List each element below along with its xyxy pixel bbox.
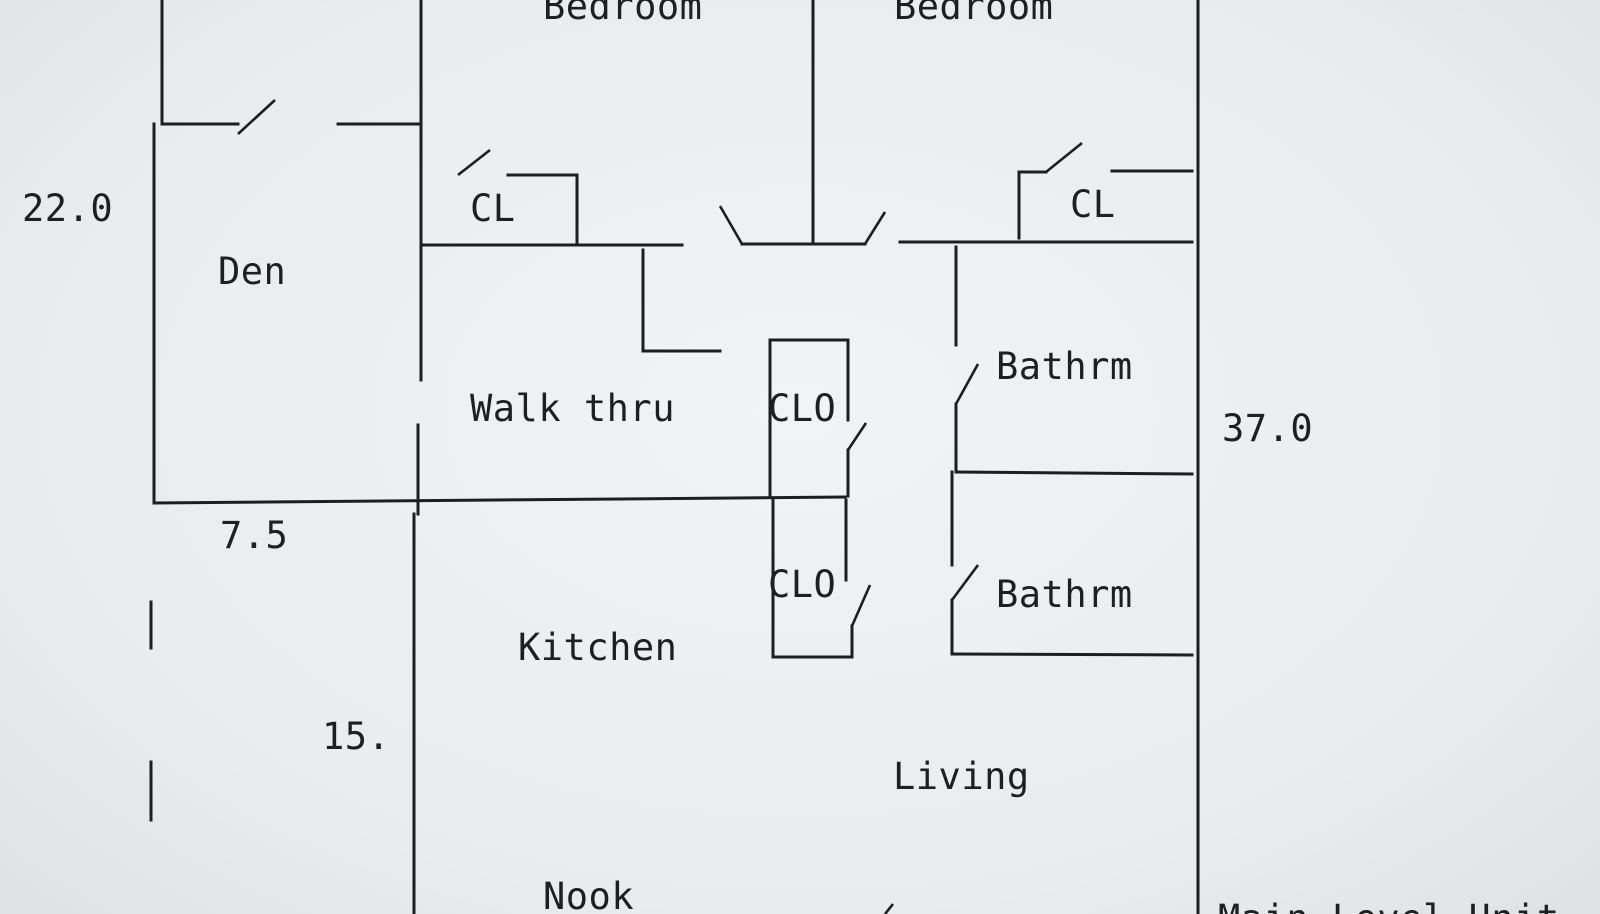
room-label-closet-left: CL [470, 187, 516, 230]
room-label-clo-lower: CLO [768, 563, 837, 606]
room-label-closet-right: CL [1070, 183, 1116, 226]
walkthru-partition [641, 248, 722, 353]
bath-divider-wall [954, 470, 1194, 476]
room-label-bathroom-lower: Bathrm [996, 573, 1133, 616]
clo-upper-door-swing [846, 422, 868, 451]
room-label-nook: Nook [543, 875, 635, 914]
bath2-door-swing [950, 564, 980, 601]
clo-lower-door-swing [850, 584, 872, 627]
den-walkthru-bottom-wall [152, 495, 847, 505]
closet-left-walls [506, 173, 579, 245]
plan-caption: Main Level Unit [1218, 900, 1560, 914]
room-label-walk-thru: Walk thru [470, 387, 675, 430]
room-label-living: Living [893, 755, 1030, 798]
dimension-den-depth: 22.0 [22, 187, 114, 230]
clo-lower-walls [771, 498, 854, 659]
bath1-door-swing [954, 363, 980, 405]
room-label-bedroom-right: Bedroom [894, 0, 1054, 28]
room-label-kitchen: Kitchen [518, 626, 678, 669]
bath2-bottom-wall [950, 652, 1194, 657]
closet-left-door-swing [457, 148, 491, 177]
bedroom2-door-swing [863, 211, 887, 245]
room-label-bedroom-left: Bedroom [543, 0, 703, 28]
room-label-den: Den [218, 250, 287, 293]
room-label-clo-upper: CLO [768, 387, 837, 430]
walls [149, 0, 1200, 914]
closet-right-walls-left [1017, 170, 1048, 240]
den-door-swing [237, 99, 276, 135]
room-label-bathroom-upper: Bathrm [996, 345, 1133, 388]
dimension-overall-depth: 37.0 [1222, 407, 1314, 450]
closet-right-door-swing [1045, 141, 1083, 174]
door-swings [237, 99, 1083, 914]
living-door-swing [883, 903, 895, 914]
dimension-den-width: 7.5 [220, 514, 289, 557]
dimension-kitchen-depth: 15. [322, 715, 391, 758]
bedroom1-door-swing [718, 205, 744, 245]
